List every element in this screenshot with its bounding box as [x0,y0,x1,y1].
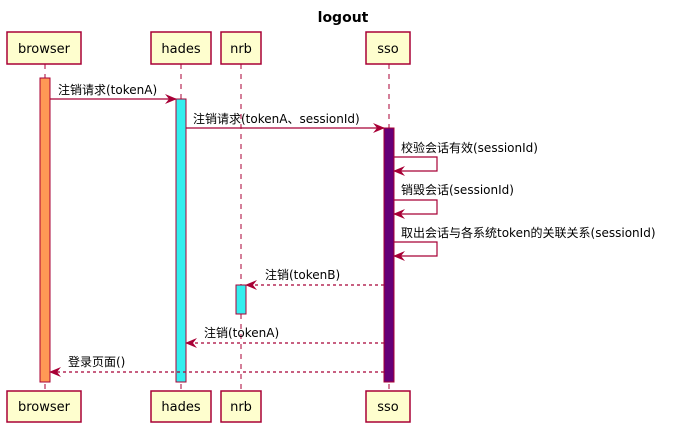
participant-label: sso [377,400,399,415]
message-sso-self-fetch: 取出会话与各系统token的关联关系(sessionId) [393,225,656,261]
message-label: 注销(tokenA) [204,325,279,340]
participant-label: hades [161,42,200,57]
message-sso-to-browser: 登录页面() [49,354,384,377]
message-label: 销毁会话(sessionId) [401,182,514,197]
message-hades-to-sso: 注销请求(tokenA、sessionId) [186,111,385,133]
participant-label: browser [18,400,71,415]
participant-bottom-nrb: nrb [220,390,262,423]
activation-bar-browser [39,77,51,383]
message-label: 登录页面() [68,354,125,369]
participant-bottom-browser: browser [6,390,82,423]
message-sso-to-hades: 注销(tokenA) [185,325,384,348]
message-sso-to-nrb: 注销(tokenB) [245,267,384,290]
participant-label: browser [18,42,71,57]
message-label: 校验会话有效(sessionId) [401,140,538,155]
participant-bottom-sso: sso [365,390,411,423]
message-label: 注销请求(tokenA、sessionId) [193,111,360,126]
participant-label: nrb [230,400,252,415]
participant-top-hades: hades [150,31,212,65]
diagram-title: logout [318,10,369,26]
participant-top-browser: browser [6,31,82,65]
participant-label: sso [377,42,399,57]
activation-bar-nrb [235,284,247,315]
participant-label: hades [161,400,200,415]
activation-bar-sso [383,127,395,383]
participant-top-sso: sso [365,31,411,65]
activation-bar-hades [175,98,187,383]
message-label: 注销请求(tokenA) [58,82,157,97]
message-sso-self-validate: 校验会话有效(sessionId) [393,140,538,176]
message-label: 注销(tokenB) [265,267,340,282]
participant-top-nrb: nrb [220,31,262,65]
message-label: 取出会话与各系统token的关联关系(sessionId) [401,225,656,240]
participant-label: nrb [230,42,252,57]
message-browser-to-hades: 注销请求(tokenA) [50,82,177,104]
participant-bottom-hades: hades [150,390,212,423]
message-sso-self-destroy: 销毁会话(sessionId) [393,182,514,219]
